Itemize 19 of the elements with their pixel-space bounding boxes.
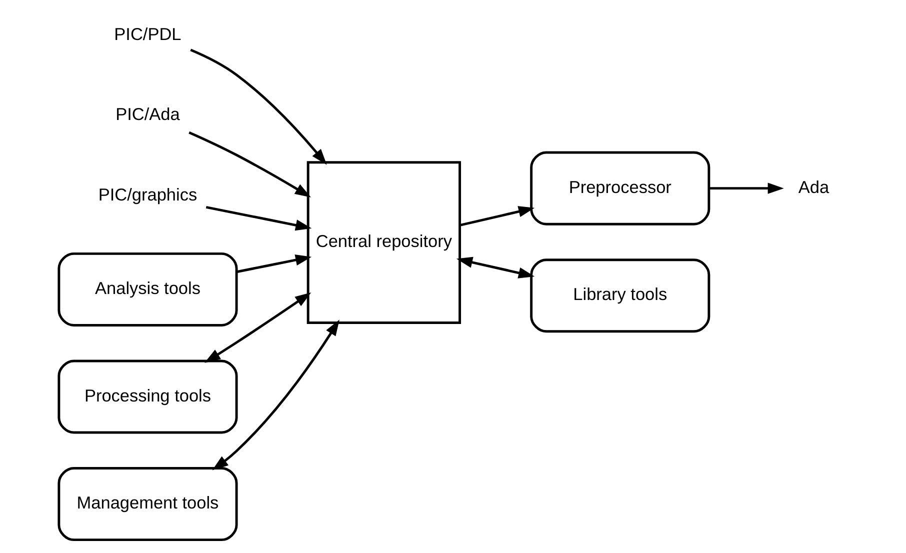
node-text: PIC/Ada xyxy=(116,104,180,124)
node-box: Central repository xyxy=(306,161,462,324)
node-text: Ada xyxy=(798,176,830,197)
arrow xyxy=(204,292,312,363)
arrow xyxy=(236,254,312,274)
arrow xyxy=(212,320,340,470)
arrow xyxy=(456,256,535,278)
node-text: PIC/graphics xyxy=(98,184,198,204)
node-box: Library tools xyxy=(530,258,710,333)
arrow xyxy=(460,206,535,226)
node-text: PIC/PDL xyxy=(114,24,182,44)
node-box: Processing tools xyxy=(58,360,238,434)
arrow xyxy=(709,182,784,194)
node-box: Analysis tools xyxy=(58,252,238,326)
arrow xyxy=(206,206,312,231)
arrow xyxy=(190,48,327,165)
node-box: Preprocessor xyxy=(530,151,710,226)
node-box: Management tools xyxy=(58,467,238,542)
arrow xyxy=(188,131,311,198)
